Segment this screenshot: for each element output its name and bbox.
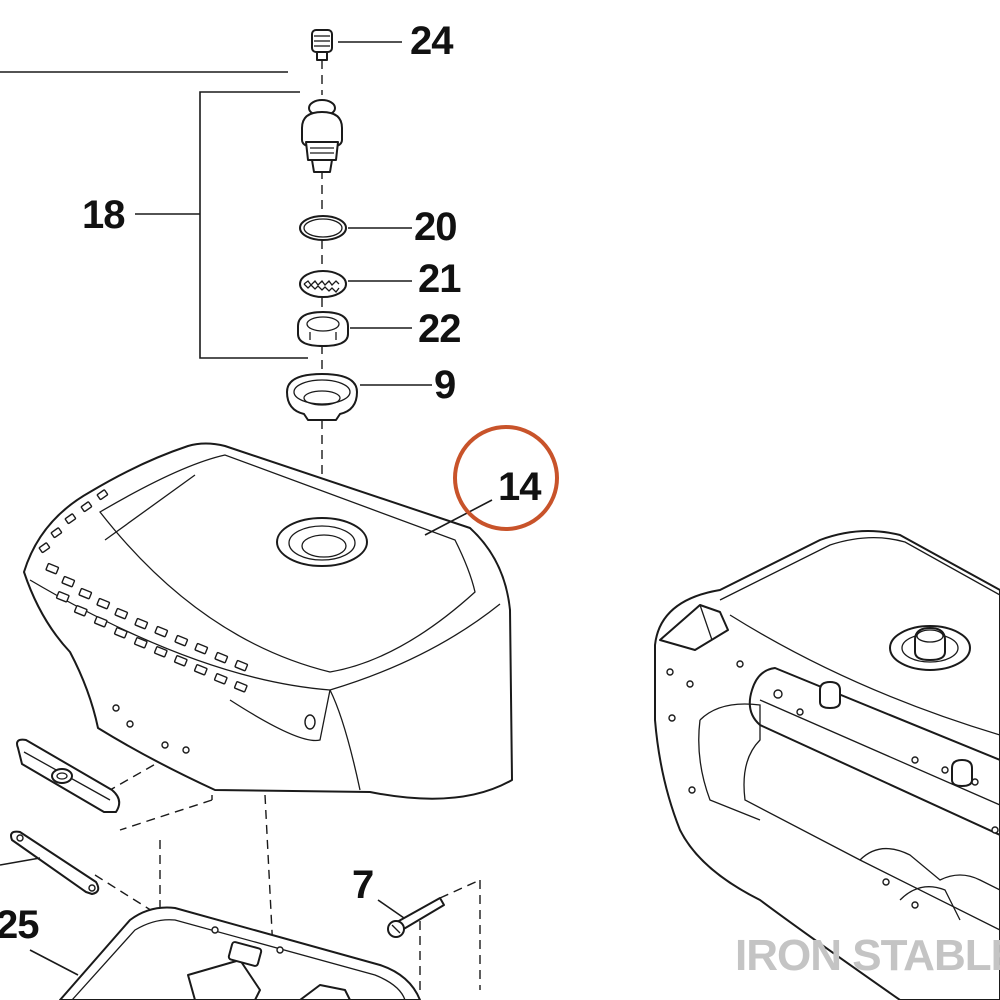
leader-lines — [0, 41, 493, 976]
callout-21: 21 — [418, 257, 461, 301]
lower-frame-part — [59, 906, 421, 1000]
part-7-bolt — [387, 897, 445, 938]
part-22-nut — [297, 311, 349, 347]
mounting-strap — [10, 830, 100, 895]
tank-emblem-badge — [16, 738, 121, 813]
watermark-text: IRON STABLE — [735, 931, 1000, 980]
part-20-o-ring — [299, 215, 347, 241]
assembled-tank-view — [654, 530, 1000, 1000]
callout-14-highlight-circle — [453, 425, 559, 531]
part-24-valve — [311, 29, 333, 61]
callout-20: 20 — [414, 205, 457, 249]
callout-22: 22 — [418, 307, 461, 351]
part-18-filler-neck — [301, 99, 343, 173]
callout-9: 9 — [434, 363, 455, 407]
callout-14: 14 — [498, 465, 542, 509]
callout-24: 24 — [410, 19, 454, 63]
tank-vent-slots — [38, 489, 249, 693]
callout-numbers: 24 18 20 21 22 9 14 7 25 — [0, 19, 543, 947]
callout-25: 25 — [0, 903, 39, 947]
part-14-fuel-tank — [23, 442, 513, 800]
callout-18: 18 — [82, 193, 125, 237]
part-21-lock-washer — [299, 270, 347, 298]
part-9-grommet — [286, 373, 358, 421]
callout-7: 7 — [352, 863, 373, 907]
